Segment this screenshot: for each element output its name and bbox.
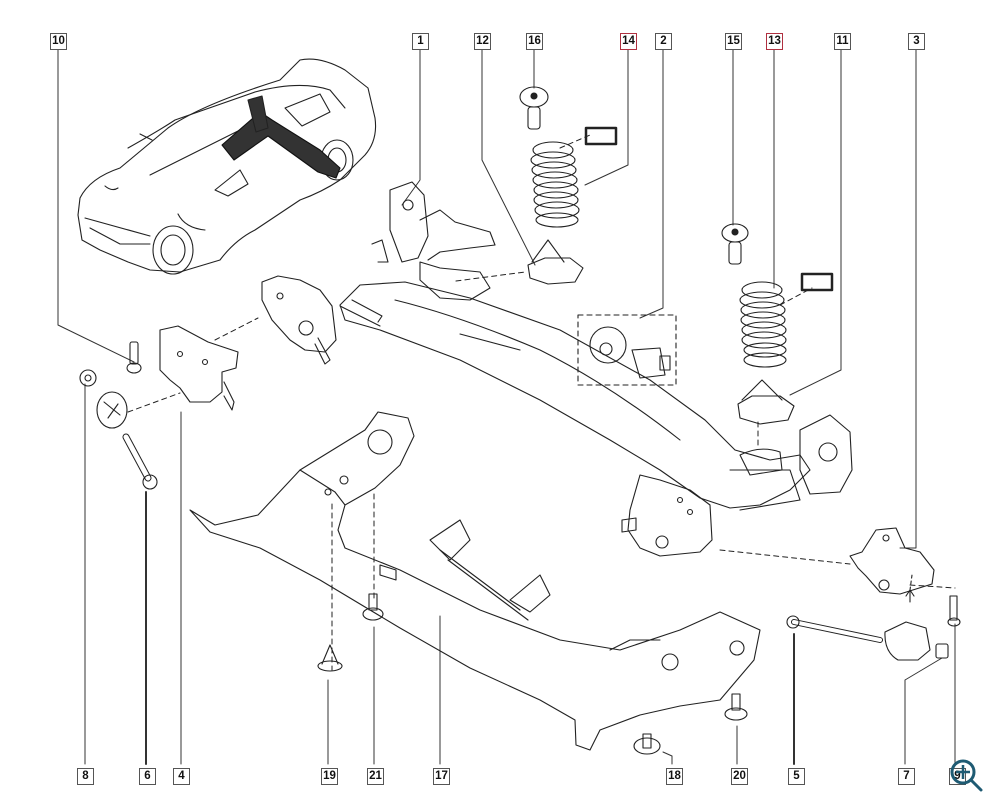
callout-8[interactable]: 8	[77, 768, 94, 785]
callout-7[interactable]: 7	[898, 768, 915, 785]
callout-4[interactable]: 4	[173, 768, 190, 785]
zoom-in-magnifier-icon	[950, 759, 983, 792]
callout-15[interactable]: 15	[725, 33, 742, 50]
callout-21[interactable]: 21	[367, 768, 384, 785]
vehicle-locator-car	[77, 58, 377, 275]
callout-1[interactable]: 1	[412, 33, 429, 50]
underbody-crossmember	[189, 411, 761, 751]
callout-6[interactable]: 6	[139, 768, 156, 785]
callout-2[interactable]: 2	[655, 33, 672, 50]
callout-13[interactable]: 13	[766, 33, 783, 50]
callout-14[interactable]: 14	[620, 33, 637, 50]
callout-19[interactable]: 19	[321, 768, 338, 785]
callout-5[interactable]: 5	[788, 768, 805, 785]
fasteners-bottom	[317, 593, 748, 755]
callout-11[interactable]: 11	[834, 33, 851, 50]
callout-12[interactable]: 12	[474, 33, 491, 50]
callout-20[interactable]: 20	[731, 768, 748, 785]
callout-17[interactable]: 17	[433, 768, 450, 785]
bracket-right	[786, 527, 961, 661]
bushing-kit	[577, 314, 677, 386]
zoom-in-button[interactable]	[947, 756, 987, 796]
spring-assembly-left	[519, 86, 618, 285]
callout-3[interactable]: 3	[908, 33, 925, 50]
leader-lines	[57, 47, 956, 765]
callout-10[interactable]: 10	[50, 33, 67, 50]
rear-axle-beam	[261, 181, 853, 557]
bracket-left	[79, 325, 239, 490]
spring-assembly-right	[721, 223, 834, 425]
callout-16[interactable]: 16	[526, 33, 543, 50]
callout-18[interactable]: 18	[666, 768, 683, 785]
